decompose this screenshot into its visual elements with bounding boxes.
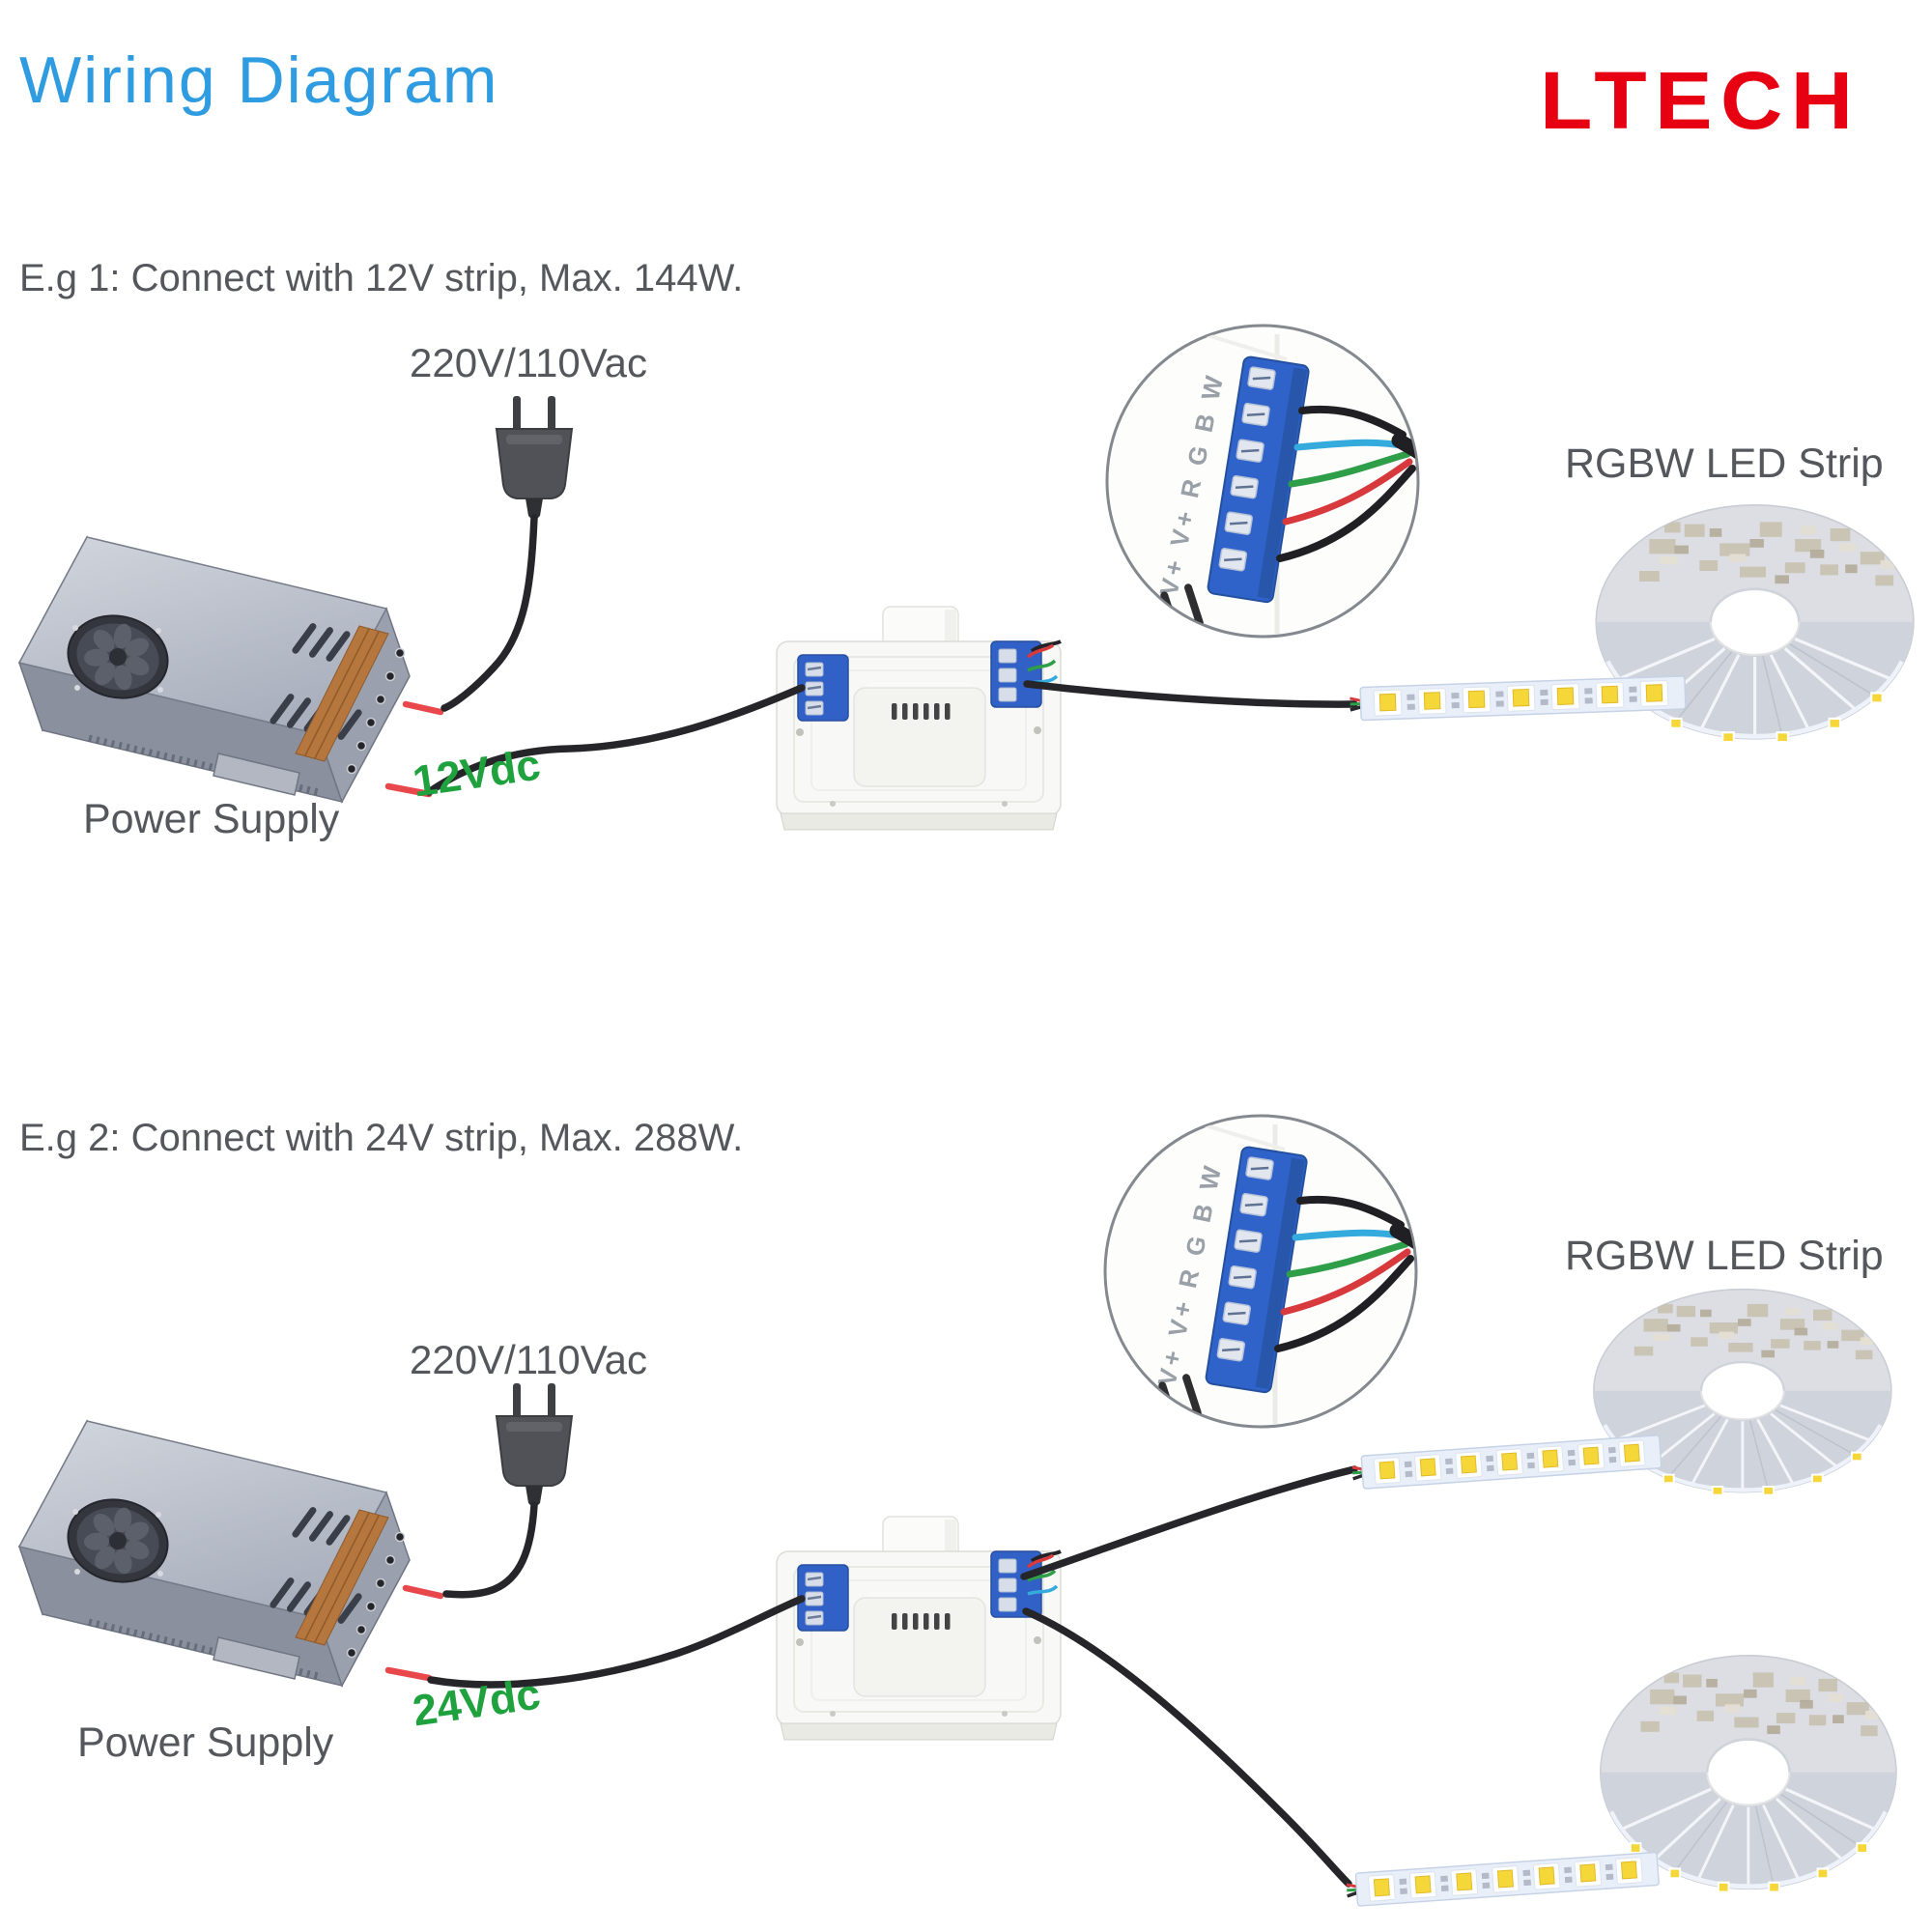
- wall-panel-illustration: [775, 1515, 1063, 1742]
- example-1-graphics: [19, 326, 1914, 832]
- dc-cable: [425, 684, 806, 796]
- page-title: Wiring Diagram: [19, 43, 499, 117]
- cables: [425, 514, 1358, 796]
- ac-plug-icon: [496, 1382, 573, 1508]
- led-strip-run: [1348, 674, 1688, 723]
- strip-cable: [1023, 680, 1358, 708]
- ac-cable: [442, 1501, 538, 1599]
- example-1-caption: E.g 1: Connect with 12V strip, Max. 144W…: [19, 257, 744, 299]
- lower-strip-cable: [1022, 1607, 1352, 1888]
- terminal-zoom-inset: [1107, 326, 1434, 643]
- power-supply-illustration: [19, 1421, 440, 1686]
- terminal-zoom-inset: [1105, 1116, 1432, 1434]
- example-1-power-supply-label: Power Supply: [83, 796, 340, 842]
- power-supply-illustration: [19, 537, 440, 802]
- cables: [427, 1465, 1358, 1888]
- led-strip-run-upper: [1350, 1433, 1663, 1492]
- example-2-ac-voltage-label: 220V/110Vac: [410, 1337, 647, 1382]
- ac-cable: [440, 514, 538, 712]
- ac-plug-icon: [496, 395, 573, 521]
- example-2-graphics: [19, 1116, 1896, 1909]
- dc-cable: [427, 1595, 806, 1689]
- wall-panel-illustration: [775, 605, 1063, 832]
- led-strip-run-lower: [1344, 1850, 1662, 1909]
- example-2-power-supply-label: Power Supply: [77, 1719, 334, 1766]
- example-2-caption: E.g 2: Connect with 24V strip, Max. 288W…: [19, 1117, 744, 1159]
- example-1-led-strip-label: RGBW LED Strip: [1565, 440, 1884, 487]
- brand-logo: LTECH: [1540, 55, 1861, 146]
- example-2-led-strip-label: RGBW LED Strip: [1565, 1233, 1884, 1279]
- upper-strip-cable: [1020, 1465, 1358, 1580]
- example-1-ac-voltage-label: 220V/110Vac: [410, 340, 647, 385]
